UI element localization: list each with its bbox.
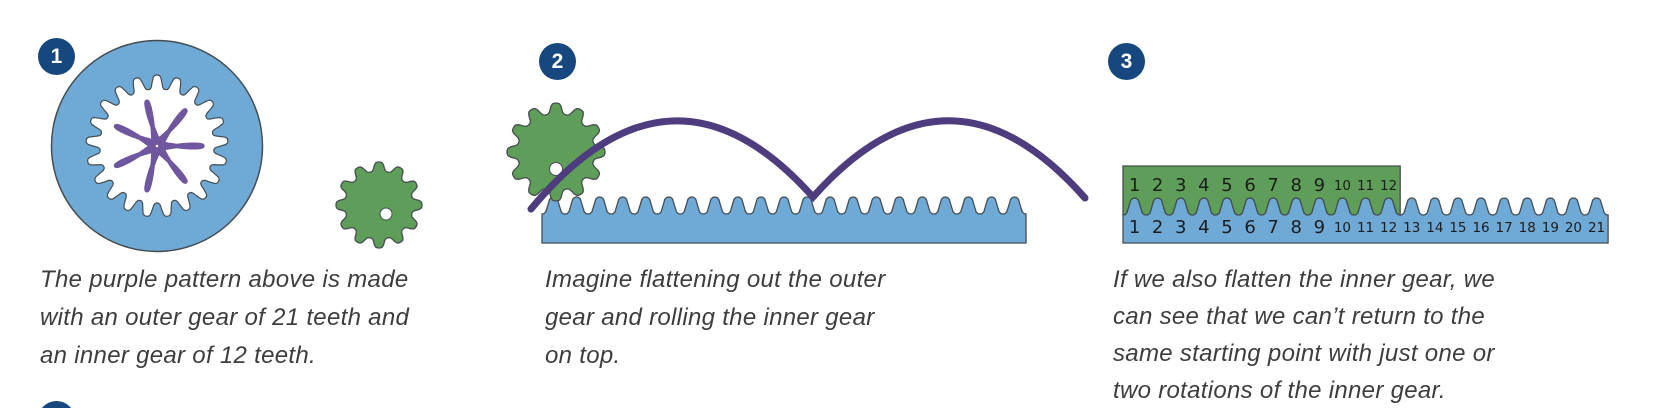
inner-gear-number: 2 [1151,174,1164,196]
outer-gear-number: 9 [1313,216,1326,238]
step-badge-1: 1 [38,38,75,75]
outer-gear-number: 12 [1380,220,1398,236]
outer-gear-number: 1 [1128,216,1141,238]
step-number-2: 2 [551,49,564,73]
rolling-inner-gear [506,102,606,202]
outer-gear-number: 6 [1244,216,1256,238]
caption-line: on top. [545,342,621,369]
outer-gear-number: 10 [1333,220,1352,236]
outer-gear-number: 21 [1587,220,1606,236]
caption-line: an inner gear of 12 teeth. [40,342,316,369]
step-number-3: 3 [1120,49,1133,73]
inner-gear-number: 1 [1128,174,1141,196]
spirograph-pattern [113,99,205,193]
outer-gear-number: 16 [1472,220,1490,236]
outer-gear-inner-teeth [85,74,229,217]
caption-panel-1: The purple pattern above is made with an… [40,261,409,375]
step-number-1: 1 [50,44,63,68]
caption-panel-2: Imagine flattening out the outer gear an… [545,261,886,375]
outer-gear-number: 15 [1449,220,1467,236]
outer-gear-number: 18 [1518,220,1536,236]
rolling-inner-gear-hole [549,162,563,176]
caption-line: can see that we can’t return to the [1113,303,1486,330]
caption-line: The purple pattern above is made [40,266,409,293]
outer-gear-number: 2 [1151,216,1164,238]
outer-gear-number: 14 [1426,220,1444,236]
caption-line: with an outer gear of 21 teeth and [40,304,410,331]
inner-gear-number: 6 [1244,174,1256,196]
rolling-path-arcs [527,117,1089,213]
inner-gear-number: 3 [1175,174,1187,196]
caption-panel-3: If we also flatten the inner gear, we ca… [1113,261,1495,408]
outer-gear-number: 17 [1495,220,1513,236]
inner-gear-number: 10 [1333,178,1352,194]
caption-line: two rotations of the inner gear. [1113,377,1446,404]
flattened-inner-gear-strip [1122,165,1401,216]
inner-gear-small-hole [379,207,393,221]
flattened-outer-gear-rack [541,196,1027,244]
caption-line: Imagine flattening out the outer [545,266,886,293]
outer-gear-number: 5 [1221,216,1233,238]
step-badge-2: 2 [539,43,576,80]
caption-line: gear and rolling the inner gear [545,304,875,331]
caption-line: If we also flatten the inner gear, we [1113,266,1495,293]
outer-gear-number: 19 [1541,220,1559,236]
outer-gear-number: 8 [1290,216,1302,238]
inner-gear-number: 8 [1290,174,1302,196]
step-badge-3: 3 [1108,43,1145,80]
outer-gear-number: 11 [1356,220,1375,236]
inner-gear-number: 11 [1356,178,1375,194]
inner-gear-number: 7 [1267,174,1279,196]
inner-gear-number: 12 [1380,178,1398,194]
inner-gear-number: 4 [1198,174,1210,196]
inner-gear-number: 5 [1221,174,1233,196]
inner-gear-number: 9 [1313,174,1326,196]
caption-line: same starting point with just one or [1113,340,1495,367]
outer-gear-number: 13 [1403,220,1421,236]
outer-gear-number: 20 [1564,220,1583,236]
inner-gear-small [335,161,423,249]
outer-gear-number: 7 [1267,216,1279,238]
outer-gear-number: 3 [1175,216,1187,238]
outer-gear-number: 4 [1198,216,1210,238]
